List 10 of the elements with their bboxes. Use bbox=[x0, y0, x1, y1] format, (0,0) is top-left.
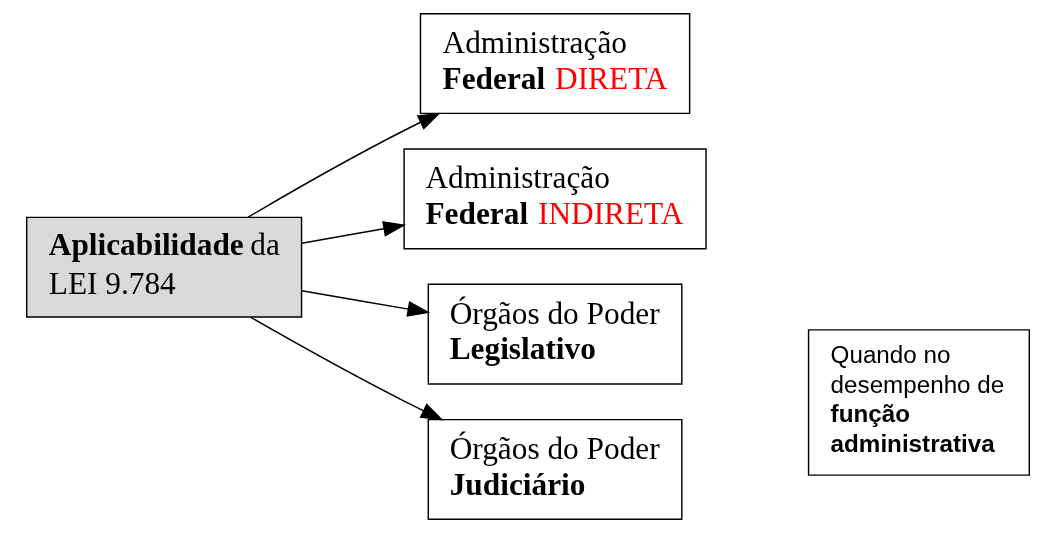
arrow bbox=[247, 112, 441, 218]
arrow bbox=[300, 290, 430, 317]
arrow bbox=[300, 220, 406, 244]
node-box: Quando no desempenho de função administrativa bbox=[807, 329, 1030, 476]
node-box: Administração Federal INDIRETA bbox=[402, 148, 707, 250]
arrow bbox=[249, 316, 444, 421]
node-box: Administração Federal DIRETA bbox=[419, 13, 690, 115]
node-box: Órgãos do Poder Legislativo bbox=[427, 283, 682, 385]
node-box: Aplicabilidade da LEI 9.784 bbox=[25, 216, 302, 318]
node-box: Órgãos do Poder Judiciário bbox=[427, 418, 682, 520]
